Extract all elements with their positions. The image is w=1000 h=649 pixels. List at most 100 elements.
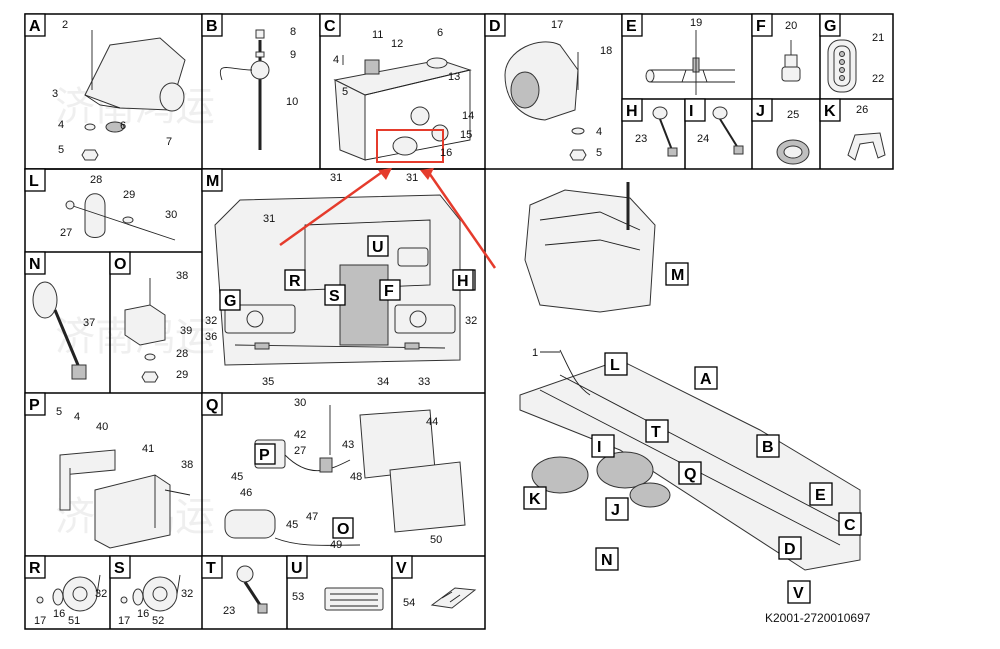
part-number: 45: [231, 471, 243, 483]
highlight-arrow: [279, 168, 386, 247]
callout-f[interactable]: F: [379, 279, 401, 301]
part-number: 32: [181, 588, 193, 600]
overview-callout-c[interactable]: C: [838, 512, 862, 536]
part-number: 45: [286, 519, 298, 531]
callout-letter: V: [793, 585, 804, 602]
callout-o[interactable]: O: [332, 517, 354, 539]
panel-letter: S: [114, 560, 125, 577]
panel-grid: [24, 13, 894, 630]
part-number: 7: [166, 136, 172, 148]
part-number: 34: [377, 376, 389, 388]
overview-callout-v[interactable]: V: [787, 580, 811, 604]
part-number: 41: [142, 443, 154, 455]
callout-letter: K: [529, 491, 541, 508]
overview-callout-t[interactable]: T: [645, 419, 669, 443]
callout-box: [694, 366, 718, 390]
part-number: 47: [306, 511, 318, 523]
header-box: [751, 98, 773, 122]
panel-o-header: O: [109, 251, 131, 275]
part-number: 9: [290, 49, 296, 61]
overview-callout-n[interactable]: N: [595, 547, 619, 571]
overview-callout-j[interactable]: J: [605, 497, 629, 521]
callout-box: [219, 289, 241, 311]
callout-letter: H: [457, 273, 469, 290]
part-number: 24: [697, 133, 709, 145]
callout-u[interactable]: U: [367, 235, 389, 257]
panel-h-drawing: [652, 106, 678, 157]
overview-callout-m[interactable]: M: [665, 262, 689, 286]
header-box: [201, 13, 223, 37]
panel-j-drawing: [776, 139, 810, 165]
part-number: 43: [342, 439, 354, 451]
callout-h[interactable]: H: [452, 269, 474, 291]
callout-letter: L: [610, 357, 620, 374]
overview-callout-d[interactable]: D: [778, 536, 802, 560]
callout-letter: I: [597, 439, 601, 456]
panel-r-header: R: [24, 555, 46, 579]
part-number: 32: [465, 315, 477, 327]
callout-letter: G: [224, 293, 236, 310]
panel-b-drawing: [219, 29, 270, 150]
overview-callout-b[interactable]: B: [756, 434, 780, 458]
callout-box: [367, 235, 389, 257]
callout-box: [604, 352, 628, 376]
panel-u-header: U: [286, 555, 308, 579]
panel-letter: C: [324, 18, 336, 35]
panel-l-header: L: [24, 168, 46, 192]
callout-box: [605, 497, 629, 521]
overview-callout-a[interactable]: A: [694, 366, 718, 390]
arrowhead: [420, 168, 434, 180]
callout-letter: P: [259, 447, 270, 464]
header-box: [621, 13, 643, 37]
part-number: 37: [83, 317, 95, 329]
part-number: 17: [118, 615, 130, 627]
overview-callout-q[interactable]: Q: [678, 461, 702, 485]
overview-callout-k[interactable]: K: [523, 486, 547, 510]
callout-p[interactable]: P: [254, 443, 276, 465]
panel-t-drawing: [236, 565, 268, 614]
callout-letter: C: [844, 517, 856, 534]
part-number: 23: [635, 133, 647, 145]
panel-d-header: D: [484, 13, 506, 37]
part-number: 52: [152, 615, 164, 627]
part-number: 48: [350, 471, 362, 483]
part-number: 31: [330, 172, 342, 184]
header-box: [286, 555, 308, 579]
header-box: [24, 168, 46, 192]
panel-u-drawing: [324, 587, 384, 611]
panel-letter: A: [29, 18, 41, 35]
part-number: 14: [462, 110, 474, 122]
part-number: 50: [430, 534, 442, 546]
callout-box: [379, 279, 401, 301]
panel-s-drawing: [120, 574, 181, 612]
part-number: 16: [137, 608, 149, 620]
callout-letter: S: [329, 288, 340, 305]
overview-callout-l[interactable]: L: [604, 352, 628, 376]
callout-letter: T: [651, 424, 661, 441]
overview-callout-i[interactable]: I: [591, 434, 615, 458]
callout-box: [756, 434, 780, 458]
overview-callout-e[interactable]: E: [809, 482, 833, 506]
part-number: 35: [262, 376, 274, 388]
callout-r[interactable]: R: [284, 269, 306, 291]
part-number: 39: [180, 325, 192, 337]
panel-i-drawing: [712, 106, 744, 155]
part-number: 46: [240, 487, 252, 499]
header-box: [484, 13, 506, 37]
panel-k-drawing: [847, 132, 886, 161]
callout-g[interactable]: G: [219, 289, 241, 311]
part-number: 17: [34, 615, 46, 627]
panel-m-drawing: [214, 194, 461, 366]
panel-s-header: S: [109, 555, 131, 579]
panel-o-drawing: [124, 278, 166, 383]
header-box: [201, 392, 223, 416]
part-number: 42: [294, 429, 306, 441]
panel-letter: E: [626, 18, 637, 35]
part-number: 13: [448, 71, 460, 83]
part-number: 4: [333, 54, 339, 66]
callout-s[interactable]: S: [324, 284, 346, 306]
arrowhead: [378, 168, 392, 180]
